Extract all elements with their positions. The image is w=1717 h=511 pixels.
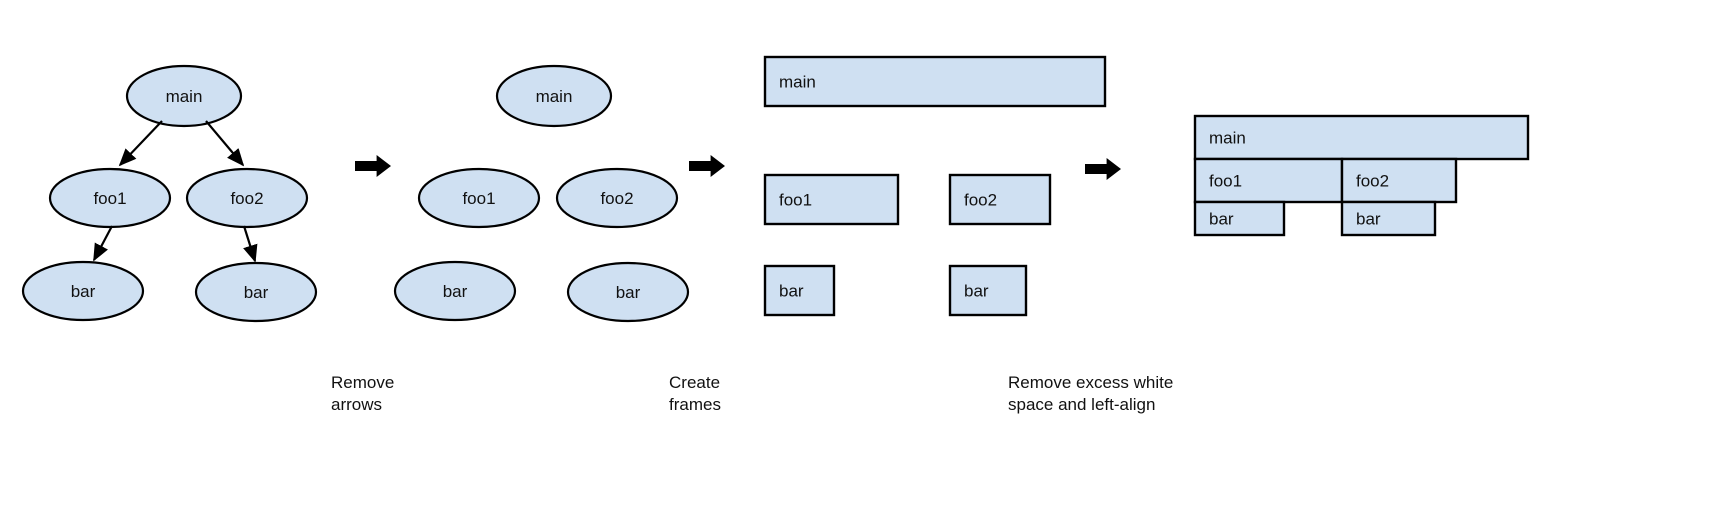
node-frame-foo2[interactable]: foo2 xyxy=(1340,157,1458,204)
node-label: foo2 xyxy=(230,189,263,208)
ellipse-shape xyxy=(393,260,517,322)
node-frame-main[interactable]: main xyxy=(1193,114,1530,161)
transition-arrow-icon xyxy=(689,155,725,177)
frame-shape xyxy=(948,264,1028,317)
stage-1-group: main foo1 foo2 bar bar xyxy=(21,64,318,323)
node-frame-foo1[interactable]: foo1 xyxy=(1193,157,1344,204)
ellipse-shape xyxy=(555,167,679,229)
node-ellipse-foo1[interactable]: foo1 xyxy=(48,167,172,229)
ellipse-shape xyxy=(48,167,172,229)
node-ellipse-foo1[interactable]: foo1 xyxy=(417,167,541,229)
frame-shape xyxy=(1193,200,1286,237)
transition-arrow-icon xyxy=(355,155,391,177)
node-ellipse-bar[interactable]: bar xyxy=(393,260,517,322)
transition-arrows-group xyxy=(355,155,1121,180)
ellipse-shape xyxy=(185,167,309,229)
ellipse-shape xyxy=(417,167,541,229)
node-frame-bar[interactable]: bar xyxy=(763,264,836,317)
frame-label: foo2 xyxy=(1356,172,1389,191)
node-ellipse-main[interactable]: main xyxy=(495,64,613,128)
node-ellipse-bar[interactable]: bar xyxy=(566,261,690,323)
node-label: bar xyxy=(616,283,641,302)
frame-shape xyxy=(948,173,1052,226)
ellipse-shape xyxy=(125,64,243,128)
stage-3-group: main foo1 foo2 bar bar xyxy=(763,55,1107,317)
node-ellipse-foo2[interactable]: foo2 xyxy=(555,167,679,229)
frame-shape xyxy=(763,264,836,317)
edge-arrow-n1-foo2-to-n1-bar2 xyxy=(242,225,258,263)
node-ellipse-foo2[interactable]: foo2 xyxy=(185,167,309,229)
node-label: bar xyxy=(443,282,468,301)
frame-shape xyxy=(1193,157,1344,204)
node-label: foo1 xyxy=(462,189,495,208)
edge-arrow-n1-foo1-to-n1-bar1 xyxy=(93,225,113,262)
node-frame-bar[interactable]: bar xyxy=(1340,200,1437,237)
frame-label: foo1 xyxy=(779,191,812,210)
transition-caption-1: Remove arrows xyxy=(331,373,395,414)
ellipse-shape xyxy=(21,260,145,322)
stage-4-group: main foo1 foo2 bar bar xyxy=(1193,114,1530,237)
transition-caption-2: Create frames xyxy=(669,373,721,414)
frame-label: main xyxy=(779,73,816,92)
node-label: main xyxy=(166,87,203,106)
frame-label: foo2 xyxy=(964,191,997,210)
frame-shape xyxy=(1340,200,1437,237)
node-label: foo1 xyxy=(93,189,126,208)
node-ellipse-main[interactable]: main xyxy=(125,64,243,128)
edge-arrow-n1-main-to-n1-foo2 xyxy=(205,120,245,167)
node-frame-main[interactable]: main xyxy=(763,55,1107,108)
frame-label: bar xyxy=(779,282,804,301)
node-frame-foo2[interactable]: foo2 xyxy=(948,173,1052,226)
node-label: bar xyxy=(71,282,96,301)
node-label: main xyxy=(536,87,573,106)
node-label: foo2 xyxy=(600,189,633,208)
node-ellipse-bar[interactable]: bar xyxy=(194,261,318,323)
frame-shape xyxy=(1193,114,1530,161)
node-frame-bar[interactable]: bar xyxy=(948,264,1028,317)
node-frame-bar[interactable]: bar xyxy=(1193,200,1286,237)
edge-arrow-n1-main-to-n1-foo1 xyxy=(118,120,163,167)
ellipse-shape xyxy=(495,64,613,128)
transition-arrow-icon xyxy=(1085,158,1121,180)
node-frame-foo1[interactable]: foo1 xyxy=(763,173,900,226)
transition-caption-3: Remove excess white space and left-align xyxy=(1008,373,1174,414)
frame-label: bar xyxy=(964,282,989,301)
frame-label: bar xyxy=(1356,210,1381,229)
ellipse-shape xyxy=(194,261,318,323)
node-label: bar xyxy=(244,283,269,302)
frame-shape xyxy=(763,55,1107,108)
frame-label: main xyxy=(1209,129,1246,148)
frame-label: foo1 xyxy=(1209,172,1242,191)
frame-label: bar xyxy=(1209,210,1234,229)
ellipse-shape xyxy=(566,261,690,323)
node-ellipse-bar[interactable]: bar xyxy=(21,260,145,322)
stage-2-group: main foo1 foo2 bar bar xyxy=(393,64,690,323)
frame-shape xyxy=(763,173,900,226)
